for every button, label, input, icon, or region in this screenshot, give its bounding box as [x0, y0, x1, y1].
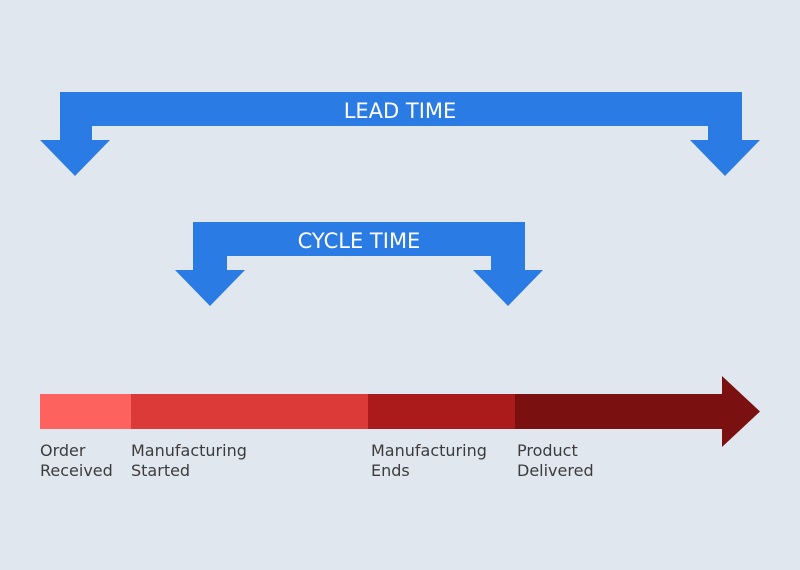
milestone-manufacturing-started-line2: Started — [131, 461, 191, 480]
milestone-manufacturing-started-line1: Manufacturing — [131, 441, 247, 460]
lead-time-bracket — [40, 92, 760, 176]
timeline-segment-post-manufacturing — [368, 394, 516, 429]
milestone-manufacturing-ends: Manufacturing Ends — [371, 441, 487, 481]
milestone-product-delivered-line2: Delivered — [517, 461, 594, 480]
cycle-time-label: CYCLE TIME — [298, 229, 421, 253]
cycle-time-bracket — [175, 222, 543, 306]
milestone-manufacturing-ends-line2: Ends — [371, 461, 410, 480]
milestone-order-received-line1: Order — [40, 441, 86, 460]
timeline-arrow-delivery — [515, 376, 760, 447]
milestone-order-received-line2: Received — [40, 461, 113, 480]
milestone-manufacturing-started: Manufacturing Started — [131, 441, 247, 481]
milestone-manufacturing-ends-line1: Manufacturing — [371, 441, 487, 460]
milestone-product-delivered: Product Delivered — [517, 441, 594, 481]
timeline-segment-manufacturing — [131, 394, 369, 429]
timeline-segment-order-received — [40, 394, 132, 429]
lead-time-label: LEAD TIME — [344, 99, 457, 123]
milestone-order-received: Order Received — [40, 441, 113, 481]
milestone-product-delivered-line1: Product — [517, 441, 578, 460]
